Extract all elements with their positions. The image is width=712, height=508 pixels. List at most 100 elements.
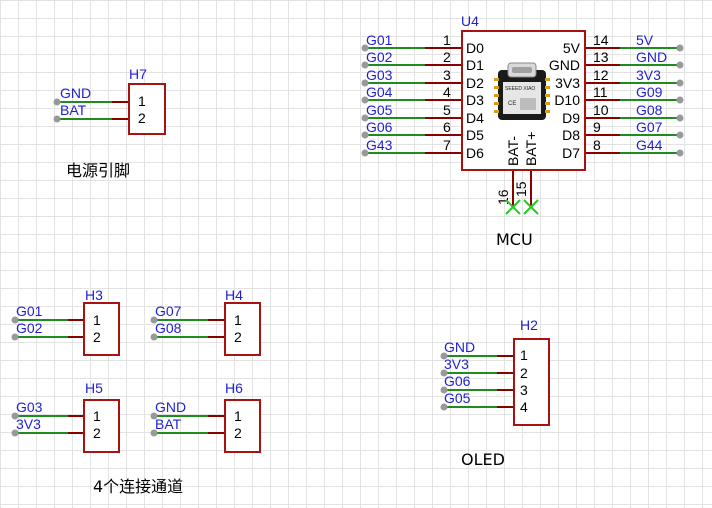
connector-h5[interactable]: H5 G03 3V3 1 2 [11,380,120,453]
h2-terminal-2[interactable] [440,369,448,377]
h2-net-3: G06 [444,373,471,389]
mcu-right-net-2: GND [636,49,667,65]
mcu-right-terminal-5[interactable] [676,114,684,122]
h5-terminal-1[interactable] [11,412,19,420]
mcu-left-net-1: G01 [366,32,393,48]
mcu-u4[interactable]: U4 G01 G02 G03 G04 [361,13,684,215]
connector-h2[interactable]: H2 GND 3V3 G06 G05 1 2 3 4 [440,317,550,426]
h5-pin-1: 1 [93,408,101,424]
mcu-right-pin-names: 5V GND 3V3 D10 D9 D8 D7 [549,40,581,161]
h3-terminal-2[interactable] [11,333,19,341]
h7-net-2: BAT [60,102,87,118]
mcu-bottom-name-bat-minus: BAT- [505,136,521,166]
mcu-right-terminal-3[interactable] [676,79,684,87]
h4-ref: H4 [225,287,243,303]
h5-pin-2: 2 [93,425,101,441]
h2-terminal-3[interactable] [440,386,448,394]
h5-terminal-2[interactable] [11,429,19,437]
mcu-caption: MCU [496,230,533,249]
h6-terminal-1[interactable] [150,412,158,420]
h2-net-1: GND [444,339,475,355]
mcu-left-pin-names: D0 D1 D2 D3 D4 D5 D6 [466,40,484,161]
h6-ref: H6 [225,380,243,396]
h3-ref: H3 [85,287,103,303]
mcu-module-label: SEEED XIAO [505,86,535,92]
mcu-module-ce: CE [508,101,516,107]
mcu-right-name-7: D7 [562,145,580,161]
h5-net-1: G03 [16,399,43,415]
h4-body [224,302,261,356]
h2-pin-2: 2 [520,365,528,381]
mcu-left-num-2: 2 [443,49,451,65]
mcu-right-num-7: 8 [593,137,601,153]
mcu-right-net-5: G08 [636,102,663,118]
mcu-left-num-1: 1 [443,32,451,48]
mcu-right-num-5: 10 [593,102,609,118]
h2-terminal-4[interactable] [440,403,448,411]
mcu-right-name-2: GND [549,57,580,73]
mcu-left-num-6: 6 [443,119,451,135]
mcu-right-num-1: 14 [593,32,609,48]
mcu-right-pins: 14 13 12 11 10 9 8 5V GND 3V3 G09 G08 G0… [585,32,684,157]
mcu-left-terminal-3[interactable] [361,79,369,87]
h4-terminal-1[interactable] [150,316,158,324]
mcu-left-terminal-1[interactable] [361,44,369,52]
h2-pin-3: 3 [520,382,528,398]
h2-net-4: G05 [444,390,471,406]
mcu-noconnect-15 [523,199,539,215]
h4-net-1: G07 [155,303,182,319]
h7-ref: H7 [129,66,147,82]
mcu-right-num-3: 12 [593,67,609,83]
channels-caption: 4个连接通道 [93,477,183,496]
connector-h4[interactable]: H4 G07 G08 1 2 [150,287,261,356]
h5-ref: H5 [85,380,103,396]
mcu-right-net-6: G07 [636,119,663,135]
h5-body [83,399,120,453]
mcu-left-terminal-2[interactable] [361,61,369,69]
mcu-right-name-4: D10 [554,92,580,108]
mcu-noconnect-16 [505,199,521,215]
mcu-left-num-4: 4 [443,84,451,100]
h7-terminal-1[interactable] [53,98,61,106]
mcu-left-name-6: D5 [466,127,484,143]
connector-h6[interactable]: H6 GND BAT 1 2 [150,380,261,453]
h3-terminal-1[interactable] [11,316,19,324]
mcu-right-net-3: 3V3 [636,67,661,83]
h4-net-2: G08 [155,320,182,336]
h6-body [224,399,261,453]
h7-pin-1: 1 [138,93,146,109]
mcu-right-terminal-1[interactable] [676,44,684,52]
h6-net-1: GND [155,399,186,415]
h4-pin-2: 2 [234,329,242,345]
mcu-left-terminal-4[interactable] [361,96,369,104]
h6-net-2: BAT [155,416,182,432]
mcu-left-name-1: D0 [466,40,484,56]
h6-terminal-2[interactable] [150,429,158,437]
mcu-right-net-1: 5V [636,32,654,48]
mcu-left-net-7: G43 [366,137,393,153]
connector-h3[interactable]: H3 G01 G02 1 2 [11,287,120,356]
mcu-right-net-4: G09 [636,84,663,100]
h2-ref: H2 [520,317,538,333]
mcu-right-terminal-2[interactable] [676,61,684,69]
mcu-right-num-4: 11 [593,84,608,100]
mcu-right-terminal-7[interactable] [676,149,684,157]
mcu-left-name-5: D4 [466,110,484,126]
mcu-right-terminal-4[interactable] [676,96,684,104]
mcu-left-terminal-7[interactable] [361,149,369,157]
h4-terminal-2[interactable] [150,333,158,341]
connector-h7[interactable]: H7 GND BAT 1 2 [53,66,166,135]
mcu-left-net-2: G02 [366,49,393,65]
h7-pin-2: 2 [138,110,146,126]
h7-body [128,83,166,135]
mcu-left-name-7: D6 [466,145,484,161]
mcu-right-name-1: 5V [563,40,581,56]
mcu-right-terminal-6[interactable] [676,131,684,139]
h2-body [513,338,550,426]
mcu-left-terminal-5[interactable] [361,114,369,122]
h2-terminal-1[interactable] [440,352,448,360]
mcu-left-terminal-6[interactable] [361,131,369,139]
mcu-left-net-5: G05 [366,102,393,118]
h7-terminal-2[interactable] [53,115,61,123]
